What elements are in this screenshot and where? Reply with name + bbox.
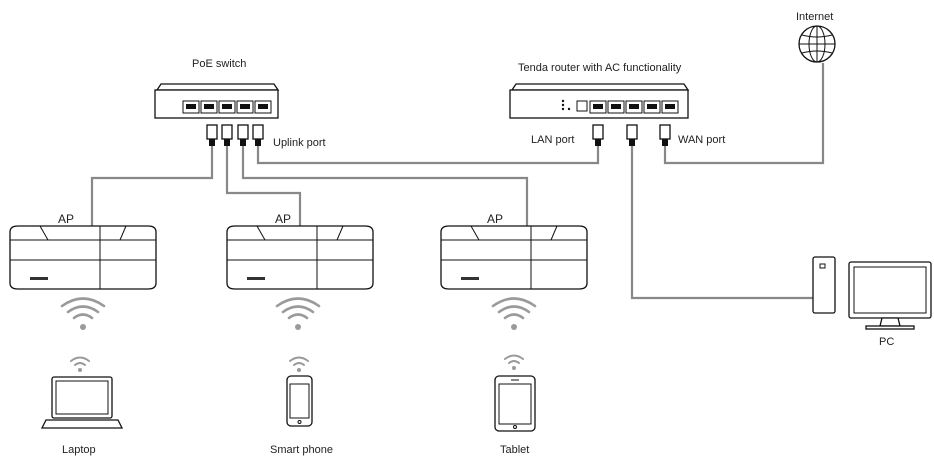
- wifi-icon: [491, 297, 537, 330]
- tablet-icon: [494, 375, 536, 432]
- cable-router-pc: [630, 146, 826, 310]
- switch-connectors: [206, 124, 264, 146]
- smartphone-label: Smart phone: [270, 444, 333, 456]
- router-label: Tenda router with AC functionality: [518, 62, 682, 74]
- laptop-icon: [40, 376, 124, 429]
- pc-label: PC: [879, 336, 895, 348]
- router-connectors: [592, 124, 671, 146]
- pc-icon: [812, 256, 932, 330]
- wifi-icon: [504, 354, 524, 370]
- cables: [90, 63, 826, 310]
- cable-wan-internet: [663, 63, 825, 165]
- uplink-port-label: Uplink port: [273, 137, 326, 149]
- switch-icon: [154, 83, 280, 119]
- poe-switch-label: PoE switch: [192, 58, 247, 70]
- ap3-label: AP: [487, 212, 504, 226]
- wifi-icon: [275, 297, 321, 330]
- cable-switch-ap1: [90, 146, 214, 226]
- access-point-icon: [9, 225, 157, 290]
- wan-port-label: WAN port: [678, 134, 726, 146]
- wifi-icon: [60, 297, 106, 330]
- router-icon: [509, 83, 690, 119]
- cable-switch-ap3: [241, 146, 529, 226]
- globe-icon: [798, 25, 836, 63]
- tablet-label: Tablet: [500, 444, 530, 456]
- smartphone-icon: [286, 375, 313, 427]
- ap2-label: AP: [275, 212, 292, 226]
- wifi-icon: [289, 356, 309, 372]
- access-point-icon: [440, 225, 588, 290]
- internet-label: Internet: [796, 11, 834, 23]
- cable-uplink-lan: [256, 146, 600, 165]
- ap1-label: AP: [58, 212, 75, 226]
- laptop-label: Laptop: [62, 444, 96, 456]
- cable-switch-ap2: [225, 146, 302, 226]
- access-point-icon: [226, 225, 374, 290]
- wifi-icon: [70, 356, 90, 372]
- lan-port-label: LAN port: [531, 134, 575, 146]
